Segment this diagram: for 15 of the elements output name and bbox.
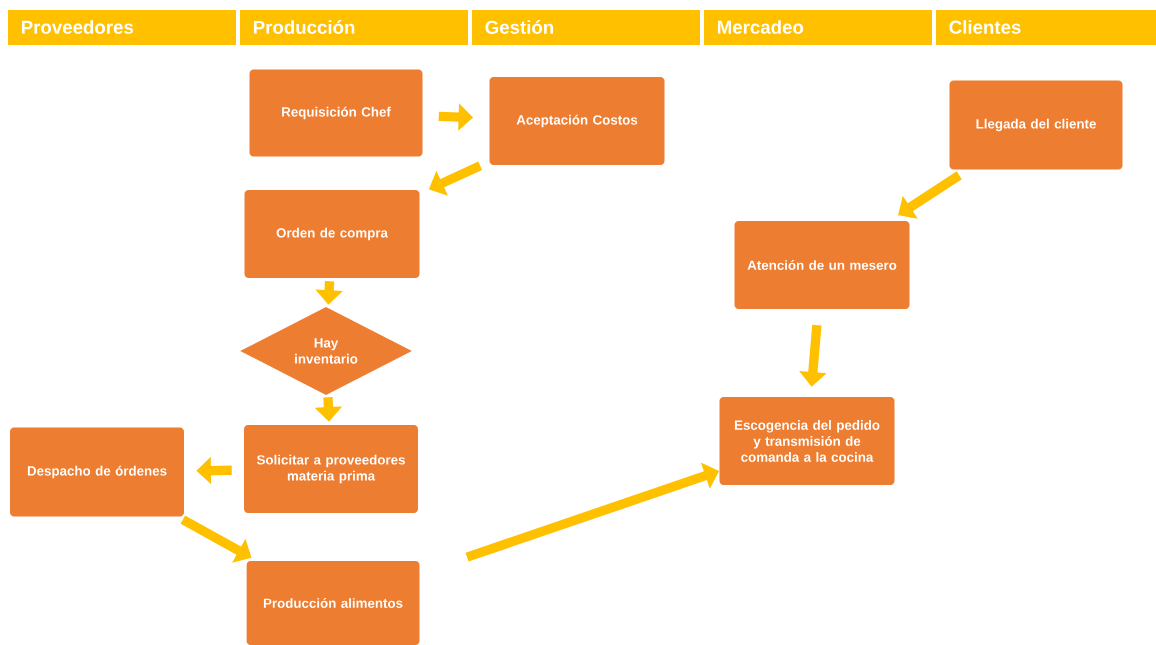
process-box: Despacho de órdenes — [10, 427, 184, 517]
lane-header: Proveedores — [8, 10, 236, 45]
process-box: Llegada del cliente — [949, 80, 1123, 170]
lane-header: Gestión — [472, 10, 700, 45]
process-box: Escogencia del pedido y transmisión de comanda a la cocina — [719, 397, 895, 485]
lane-header: Clientes — [936, 10, 1156, 45]
process-box: Orden de compra — [244, 190, 420, 278]
arrow — [898, 171, 962, 219]
process-box: Solicitar a proveedores materia prima — [244, 425, 418, 513]
process-box: Producción alimentos — [246, 561, 420, 645]
process-box: Aceptación Costos — [489, 77, 665, 165]
process-box: Atención de un mesero — [734, 221, 910, 309]
lane-header: Producción — [240, 10, 468, 45]
lane-header: Mercadeo — [704, 10, 932, 45]
process-box: Requisición Chef — [249, 69, 423, 157]
